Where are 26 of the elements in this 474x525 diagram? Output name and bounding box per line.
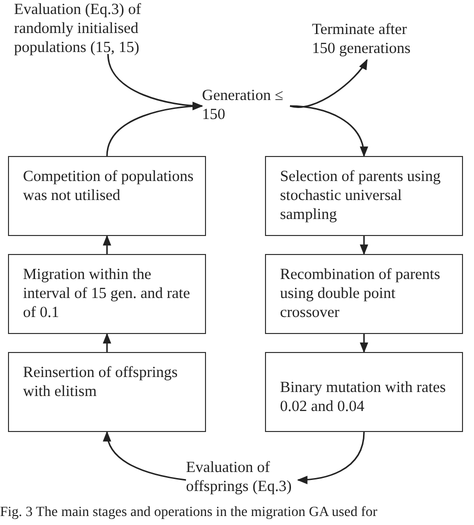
step-text: Selection of parents using stochastic universal sampling (280, 167, 442, 224)
process-box (8, 156, 206, 236)
figure-caption: Fig. 3 The main stages and operations in the migration GA used for (0, 504, 378, 522)
step-text: Migration within the interval of 15 gen. and rate of 0.1 (23, 265, 191, 322)
step-text: Reinsertion of offsprings with elitism (23, 363, 179, 401)
arrow (290, 105, 368, 158)
process-box (8, 352, 206, 432)
arrow (104, 430, 186, 481)
step-label: Terminate after 150 generations (312, 20, 412, 58)
process-box (265, 156, 463, 236)
arrow (290, 59, 368, 108)
arrow (360, 236, 368, 256)
arrow (296, 432, 365, 484)
step-label: Generation ≤ 150 (202, 86, 284, 124)
arrow (360, 334, 368, 354)
step-label: Evaluation of offsprings (Eq.3) (186, 458, 293, 496)
process-box (265, 352, 463, 432)
step-text: Competition of populations was not utilised (23, 167, 194, 205)
process-box (8, 254, 206, 334)
process-box (265, 254, 463, 334)
arrow (106, 102, 204, 156)
step-label: Evaluation (Eq.3) of randomly initialised populations (15, 15) (14, 0, 142, 57)
step-text: Recombination of parents using double point crossover (280, 265, 442, 322)
arrow (102, 332, 112, 352)
arrow (102, 234, 112, 254)
step-text: Binary mutation with rates 0.02 and 0.04 (280, 378, 447, 416)
